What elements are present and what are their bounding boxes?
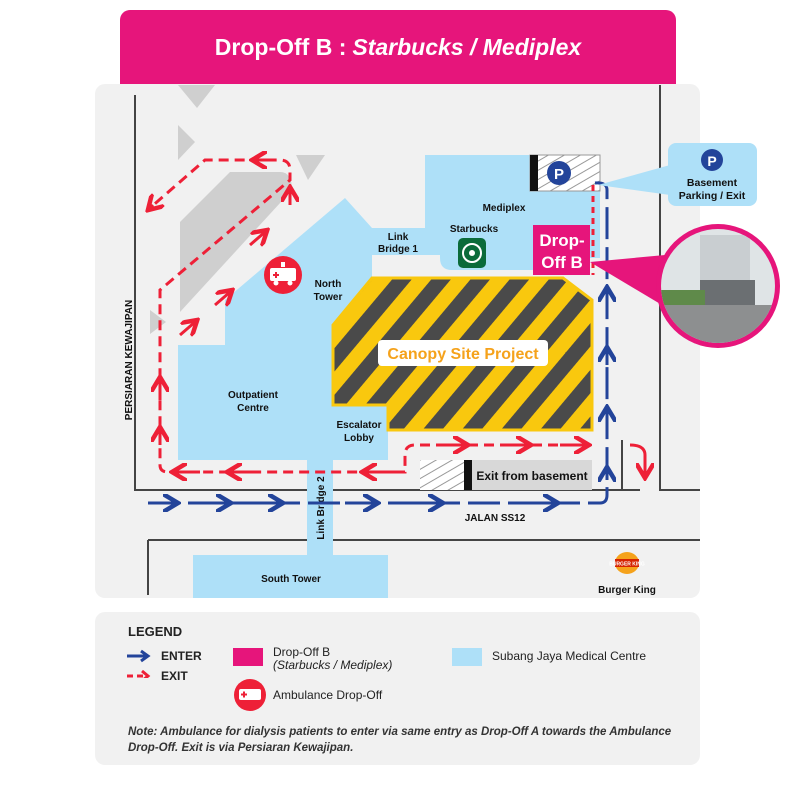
site-map: Canopy Site Project Mediplex Starbucks L…	[95, 84, 780, 598]
svg-text:Off B: Off B	[541, 253, 583, 272]
legend-sjmc-swatch	[452, 648, 482, 666]
photo-pointer	[590, 255, 665, 305]
outpatient-centre	[178, 345, 333, 460]
svg-text:BURGER KING: BURGER KING	[609, 562, 645, 568]
svg-text:Parking / Exit: Parking / Exit	[679, 190, 746, 202]
parking-callout	[668, 143, 757, 206]
exit-route	[150, 160, 645, 475]
link-bridge-1-label-2: Bridge 1	[378, 244, 418, 255]
south-tower-label: South Tower	[261, 574, 321, 585]
escalator-label-2: Lobby	[344, 433, 374, 444]
exit-basement-label: Exit from basement	[476, 469, 587, 483]
ambulance-icon	[264, 256, 302, 294]
legend-dropoff: Drop-Off B	[273, 645, 331, 659]
svg-text:Drop-: Drop-	[539, 231, 584, 250]
link-bridge-2	[307, 460, 333, 555]
burger-king-logo-icon: BURGER KING	[609, 552, 645, 574]
persiaran-kewajipan-label: PERSIARAN KEWAJIPAN	[124, 300, 135, 420]
legend-ambulance: Ambulance Drop-Off	[273, 688, 383, 702]
legend-exit: EXIT	[161, 669, 188, 683]
page-title: Drop-Off B : Starbucks / Mediplex	[120, 10, 676, 84]
link-bridge-1	[372, 228, 425, 255]
dropoff-photo	[656, 224, 780, 348]
legend-enter: ENTER	[161, 649, 202, 663]
dropoff-b-marker	[533, 225, 590, 275]
north-tower-label: North	[315, 279, 342, 290]
title-prefix: Drop-Off B :	[214, 33, 347, 60]
escalator-lobby	[330, 405, 388, 460]
canopy-label: Canopy Site Project	[387, 346, 539, 363]
jalan-ss12-label: JALAN SS12	[465, 513, 526, 524]
enter-arrow-icon	[127, 649, 151, 678]
burger-king-label: Burger King	[598, 585, 656, 596]
basement-exit-hatch	[420, 460, 464, 490]
starbucks-logo-icon	[458, 238, 486, 268]
legend-dropoff-swatch	[233, 648, 263, 666]
legend-dropoff-sub: (Starbucks / Mediplex)	[273, 658, 393, 672]
callout-pointer	[598, 165, 670, 195]
svg-text:Basement: Basement	[687, 177, 738, 189]
legend-title: LEGEND	[128, 624, 183, 639]
legend-sjmc: Subang Jaya Medical Centre	[492, 649, 647, 663]
parking-icon	[547, 161, 571, 185]
svg-text:P: P	[554, 166, 564, 183]
link-bridge-1-label: Link	[388, 232, 409, 243]
parking-lot-shapes	[150, 85, 325, 334]
title-italic: Starbucks / Mediplex	[352, 33, 582, 60]
outpatient-label-2: Centre	[237, 403, 269, 414]
legend: LEGEND ENTER EXIT Drop-Off B (Starbucks …	[95, 612, 700, 765]
legend-note: Note: Ambulance for dialysis patients to…	[128, 726, 672, 754]
mediplex-label: Mediplex	[483, 203, 526, 214]
enter-route	[148, 181, 607, 503]
parking-barrier	[530, 155, 538, 191]
svg-text:P: P	[707, 153, 716, 169]
outpatient-label: Outpatient	[228, 390, 279, 401]
starbucks-label: Starbucks	[450, 224, 499, 235]
north-tower-label-2: Tower	[314, 292, 343, 303]
basement-barrier	[464, 460, 472, 490]
link-bridge-2-label: Link Bridge 2	[316, 476, 327, 540]
south-tower	[193, 555, 388, 598]
canopy-label-bg	[378, 340, 548, 366]
legend-ambulance-icon	[234, 679, 266, 711]
callout-parking-icon	[701, 149, 723, 171]
escalator-label: Escalator	[336, 420, 381, 431]
